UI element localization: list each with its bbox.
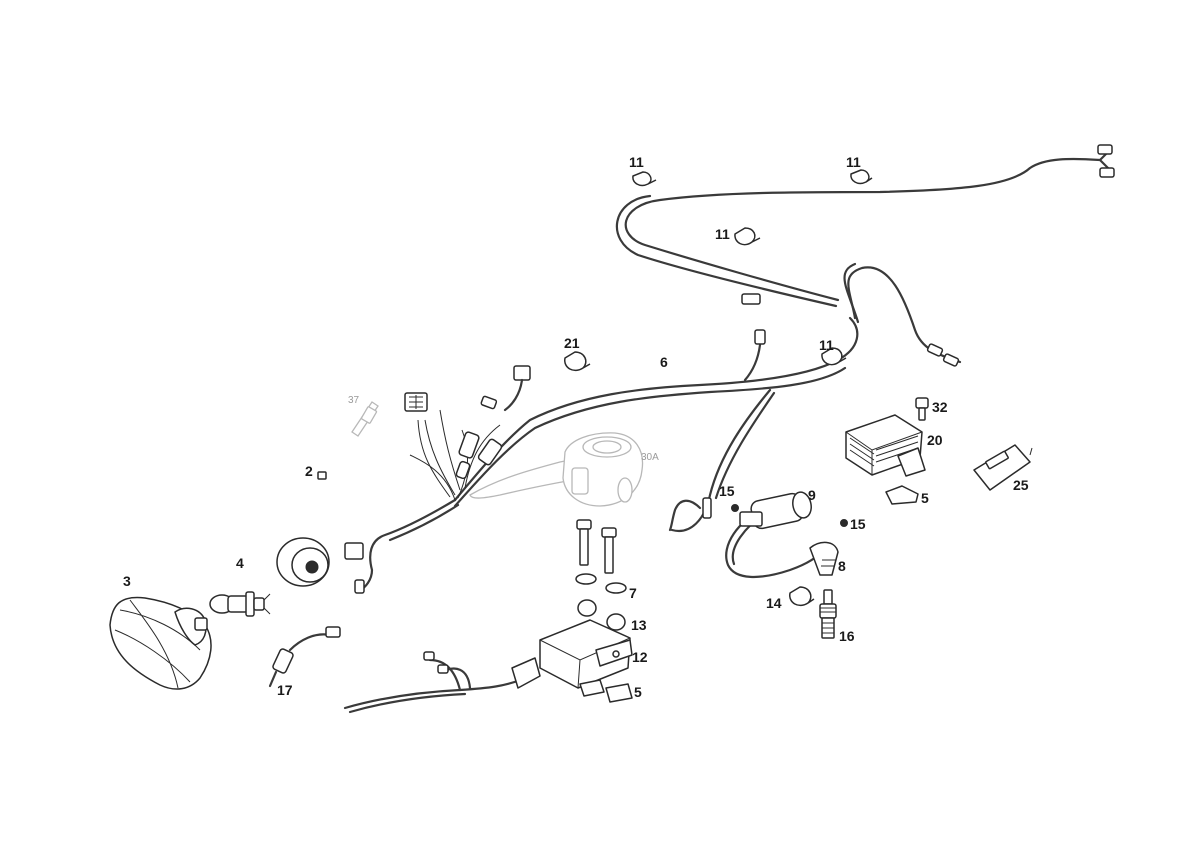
callout-labels: 2 3 4 5 5 6 7 8 9 11 11 11 11 12 13 14 1… [123,154,1029,700]
side-connector-a [926,343,944,357]
label-11-d: 11 [819,337,834,353]
label-6: 6 [660,354,668,370]
label-11-a: 11 [629,154,644,170]
end-connector [354,579,365,594]
handlebar-switch-30A [469,432,644,507]
label-3: 3 [123,573,131,589]
label-15-b: 15 [850,516,866,532]
headlight-assembly [109,596,212,690]
label-2: 2 [305,463,313,479]
label-32: 32 [932,399,948,415]
sensor-17 [268,626,341,688]
label-37: 37 [348,395,360,406]
label-13: 13 [631,617,647,633]
screws-15 [731,504,848,527]
label-11-b: 11 [846,154,861,170]
label-30A: 30A [641,452,659,463]
rear-connector-a [1097,144,1113,155]
label-4: 4 [236,555,244,571]
harness-plug [741,293,761,305]
label-5-top: 5 [921,490,929,506]
spark-plug [819,589,837,639]
label-5-bottom: 5 [634,684,642,700]
side-connector-b [942,353,960,367]
relay-25 [973,444,1033,491]
label-9: 9 [808,487,816,503]
label-11-c: 11 [715,226,730,242]
label-25: 25 [1013,477,1029,493]
rear-harness-branch [615,144,1115,367]
cable-clips [564,169,873,607]
relay-connector [513,365,531,381]
label-17: 17 [277,682,293,698]
label-12: 12 [632,649,648,665]
bullet-connector-b [477,438,503,466]
headlight-bulb [209,591,271,617]
label-20: 20 [927,432,943,448]
ignition-coil [668,491,839,579]
reflector-ring [276,537,330,587]
label-14: 14 [766,595,782,611]
label-15-a: 15 [719,483,735,499]
bullet-connector-a [458,431,480,459]
label-8: 8 [838,558,846,574]
rear-connector-b [1099,167,1115,178]
cdi-unit [343,619,633,714]
fuse-37 [351,401,379,437]
label-21: 21 [564,335,580,351]
small-connector-top [754,329,766,345]
label-7: 7 [629,585,637,601]
label-16: 16 [839,628,855,644]
bullet-connector-c [455,460,471,480]
small-plug-left [480,395,498,410]
main-harness [344,316,859,594]
screw-2 [317,471,327,480]
headlight-socket [344,542,364,560]
mounting-hardware [575,519,633,703]
voltage-regulator [845,397,929,505]
